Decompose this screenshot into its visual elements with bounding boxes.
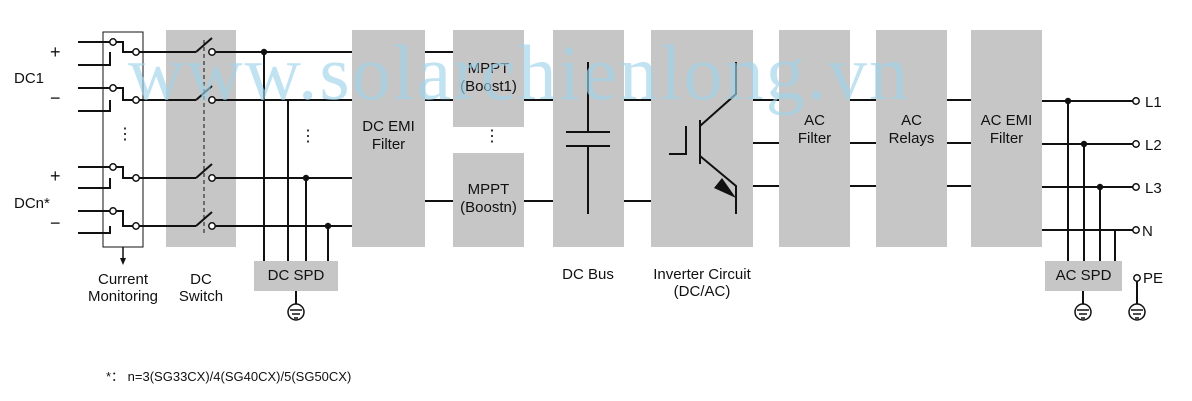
dc-spd-label: DC SPD [267, 267, 325, 284]
ac-relays-block: AC Relays [876, 30, 947, 247]
ac-emi-filter-label: AC EMI Filter [980, 112, 1033, 147]
watermark: www.solarchienlong.vn [128, 29, 911, 116]
dc-emi-filter-label: DC EMI Filter [362, 118, 415, 153]
footnote: *： n=3(SG33CX)/4(SG40CX)/5(SG50CX) [106, 369, 352, 384]
dc-switch-block [166, 30, 236, 247]
dc1-plus-label: + [50, 42, 61, 62]
dc-switch-label: DC Switch [178, 271, 224, 305]
current-monitoring-label: Current Monitoring [87, 271, 159, 305]
l1-label: L1 [1145, 94, 1162, 111]
dc-emi-filter-block: DC EMI Filter [352, 30, 425, 247]
dc1-minus-label: − [50, 88, 61, 108]
dc-bus-label: DC Bus [562, 266, 614, 283]
dc-spd-block: DC SPD [254, 261, 338, 291]
ac-filter-block: AC Filter [779, 30, 850, 247]
ac-filter-label: AC Filter [797, 112, 832, 147]
mppt1-block: MPPT (Boost1) [453, 30, 524, 127]
ac-spd-block: AC SPD [1045, 261, 1122, 291]
dc-spd-ellipsis: ⋮ [300, 128, 316, 145]
mppt-ellipsis: ⋮ [484, 128, 500, 145]
l2-label: L2 [1145, 137, 1162, 154]
pe-label: PE [1143, 270, 1164, 287]
inverter-label: Inverter Circuit (DC/AC) [653, 266, 751, 300]
ac-spd-label: AC SPD [1055, 267, 1112, 284]
mpptn-label: MPPT (Boostn) [460, 181, 517, 216]
ac-emi-filter-block: AC EMI Filter [971, 30, 1042, 247]
dc1-label: DC1 [14, 70, 45, 87]
l3-label: L3 [1145, 180, 1162, 197]
dcn-label: DCn* [14, 195, 50, 212]
mppt1-label: MPPT (Boost1) [460, 60, 517, 95]
ac-relays-label: AC Relays [888, 112, 935, 147]
mpptn-block: MPPT (Boostn) [453, 153, 524, 247]
dcn-plus-label: + [50, 166, 61, 186]
dc-inputs-ellipsis: ⋮ [117, 126, 133, 143]
igbt-arrow [714, 178, 736, 198]
dcn-minus-label: − [50, 213, 61, 233]
n-label: N [1142, 223, 1153, 240]
